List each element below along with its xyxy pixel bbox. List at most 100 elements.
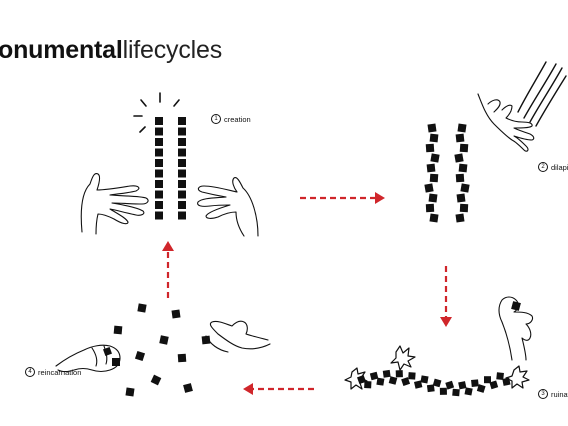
stage-number: 1 bbox=[211, 114, 221, 124]
block bbox=[376, 377, 385, 386]
arrow-ruination-to-reincarnation bbox=[243, 383, 314, 395]
hand-holding-block-icon bbox=[498, 296, 534, 361]
block bbox=[178, 159, 186, 167]
right-hand-icon bbox=[197, 177, 259, 237]
block bbox=[401, 377, 411, 387]
block bbox=[183, 383, 193, 393]
block bbox=[178, 201, 186, 209]
right-grabbing-hand-icon bbox=[205, 320, 271, 353]
block bbox=[429, 213, 439, 223]
block bbox=[455, 213, 465, 223]
block bbox=[178, 148, 186, 157]
block bbox=[452, 388, 460, 397]
block bbox=[178, 211, 186, 220]
page-title: onumentallifecycles bbox=[0, 36, 222, 65]
block bbox=[155, 117, 163, 125]
dilapidation-columns bbox=[424, 123, 470, 223]
falling-hand-icon bbox=[477, 93, 535, 152]
block bbox=[471, 379, 479, 388]
ruination-blocks bbox=[357, 369, 511, 397]
block bbox=[496, 372, 504, 380]
block bbox=[459, 143, 469, 153]
block bbox=[457, 123, 467, 133]
block bbox=[426, 163, 436, 173]
block bbox=[178, 169, 186, 178]
stage-label-dilapidation: 2 dilapi bbox=[538, 162, 568, 172]
block bbox=[459, 203, 469, 213]
block bbox=[455, 133, 465, 143]
block bbox=[155, 159, 163, 167]
title-bold: onumental bbox=[0, 36, 123, 64]
block bbox=[382, 369, 391, 378]
block bbox=[159, 335, 169, 345]
block bbox=[395, 370, 403, 378]
block bbox=[426, 384, 435, 393]
block bbox=[388, 376, 398, 385]
block bbox=[458, 163, 468, 173]
block bbox=[489, 380, 499, 390]
block bbox=[155, 201, 163, 209]
block bbox=[369, 371, 379, 381]
block bbox=[178, 138, 186, 146]
block bbox=[425, 143, 435, 153]
block bbox=[150, 374, 162, 386]
block bbox=[364, 380, 372, 389]
block bbox=[456, 193, 466, 203]
block bbox=[476, 384, 486, 393]
block bbox=[454, 153, 464, 163]
block bbox=[155, 190, 163, 199]
block bbox=[464, 387, 473, 396]
arrow-reincarnation-to-creation bbox=[162, 241, 174, 298]
block bbox=[414, 380, 423, 389]
block bbox=[445, 380, 455, 390]
block bbox=[408, 372, 416, 380]
stage-name: ruinat bbox=[551, 389, 568, 399]
block bbox=[455, 173, 465, 183]
block bbox=[430, 153, 440, 163]
block bbox=[502, 377, 511, 386]
block bbox=[155, 138, 163, 146]
block bbox=[429, 133, 439, 143]
arrow-creation-to-dilapidation bbox=[300, 192, 385, 204]
block bbox=[460, 183, 470, 193]
block bbox=[420, 375, 429, 384]
stage-name: dilapi bbox=[551, 162, 568, 172]
arrow-dilapidation-to-ruination bbox=[440, 266, 452, 327]
reincarnation-blocks bbox=[103, 303, 211, 397]
stage-label-creation: 1 creation bbox=[211, 114, 251, 124]
left-grabbing-hand-icon bbox=[55, 344, 121, 373]
creation-columns bbox=[155, 117, 186, 220]
creation-sparkle-icon bbox=[133, 92, 180, 133]
stage-number: 4 bbox=[25, 367, 35, 377]
stage-number: 2 bbox=[538, 162, 548, 172]
stage-name: reincarnation bbox=[38, 367, 82, 377]
block bbox=[178, 180, 186, 188]
stage-label-ruination: 3 ruinat bbox=[538, 389, 568, 399]
block bbox=[113, 325, 123, 335]
block bbox=[125, 387, 135, 397]
block bbox=[112, 358, 120, 366]
stage-label-reincarnation: 4 reincarnation bbox=[25, 367, 81, 377]
block bbox=[424, 183, 434, 193]
left-hand-icon bbox=[80, 173, 149, 235]
block bbox=[155, 169, 163, 178]
block bbox=[178, 127, 186, 136]
stage-name: creation bbox=[224, 114, 251, 124]
motion-lines-icon bbox=[517, 61, 567, 127]
block bbox=[171, 309, 181, 319]
stage-number: 3 bbox=[538, 389, 548, 399]
block bbox=[178, 190, 186, 199]
block bbox=[428, 193, 438, 203]
block bbox=[201, 335, 211, 345]
title-light: lifecycles bbox=[122, 36, 223, 64]
block bbox=[177, 353, 187, 363]
block bbox=[432, 378, 442, 388]
block bbox=[484, 376, 491, 384]
block bbox=[134, 350, 146, 362]
block bbox=[137, 303, 147, 313]
block bbox=[427, 123, 437, 133]
block bbox=[155, 127, 163, 136]
block bbox=[155, 211, 163, 220]
block bbox=[178, 117, 186, 125]
